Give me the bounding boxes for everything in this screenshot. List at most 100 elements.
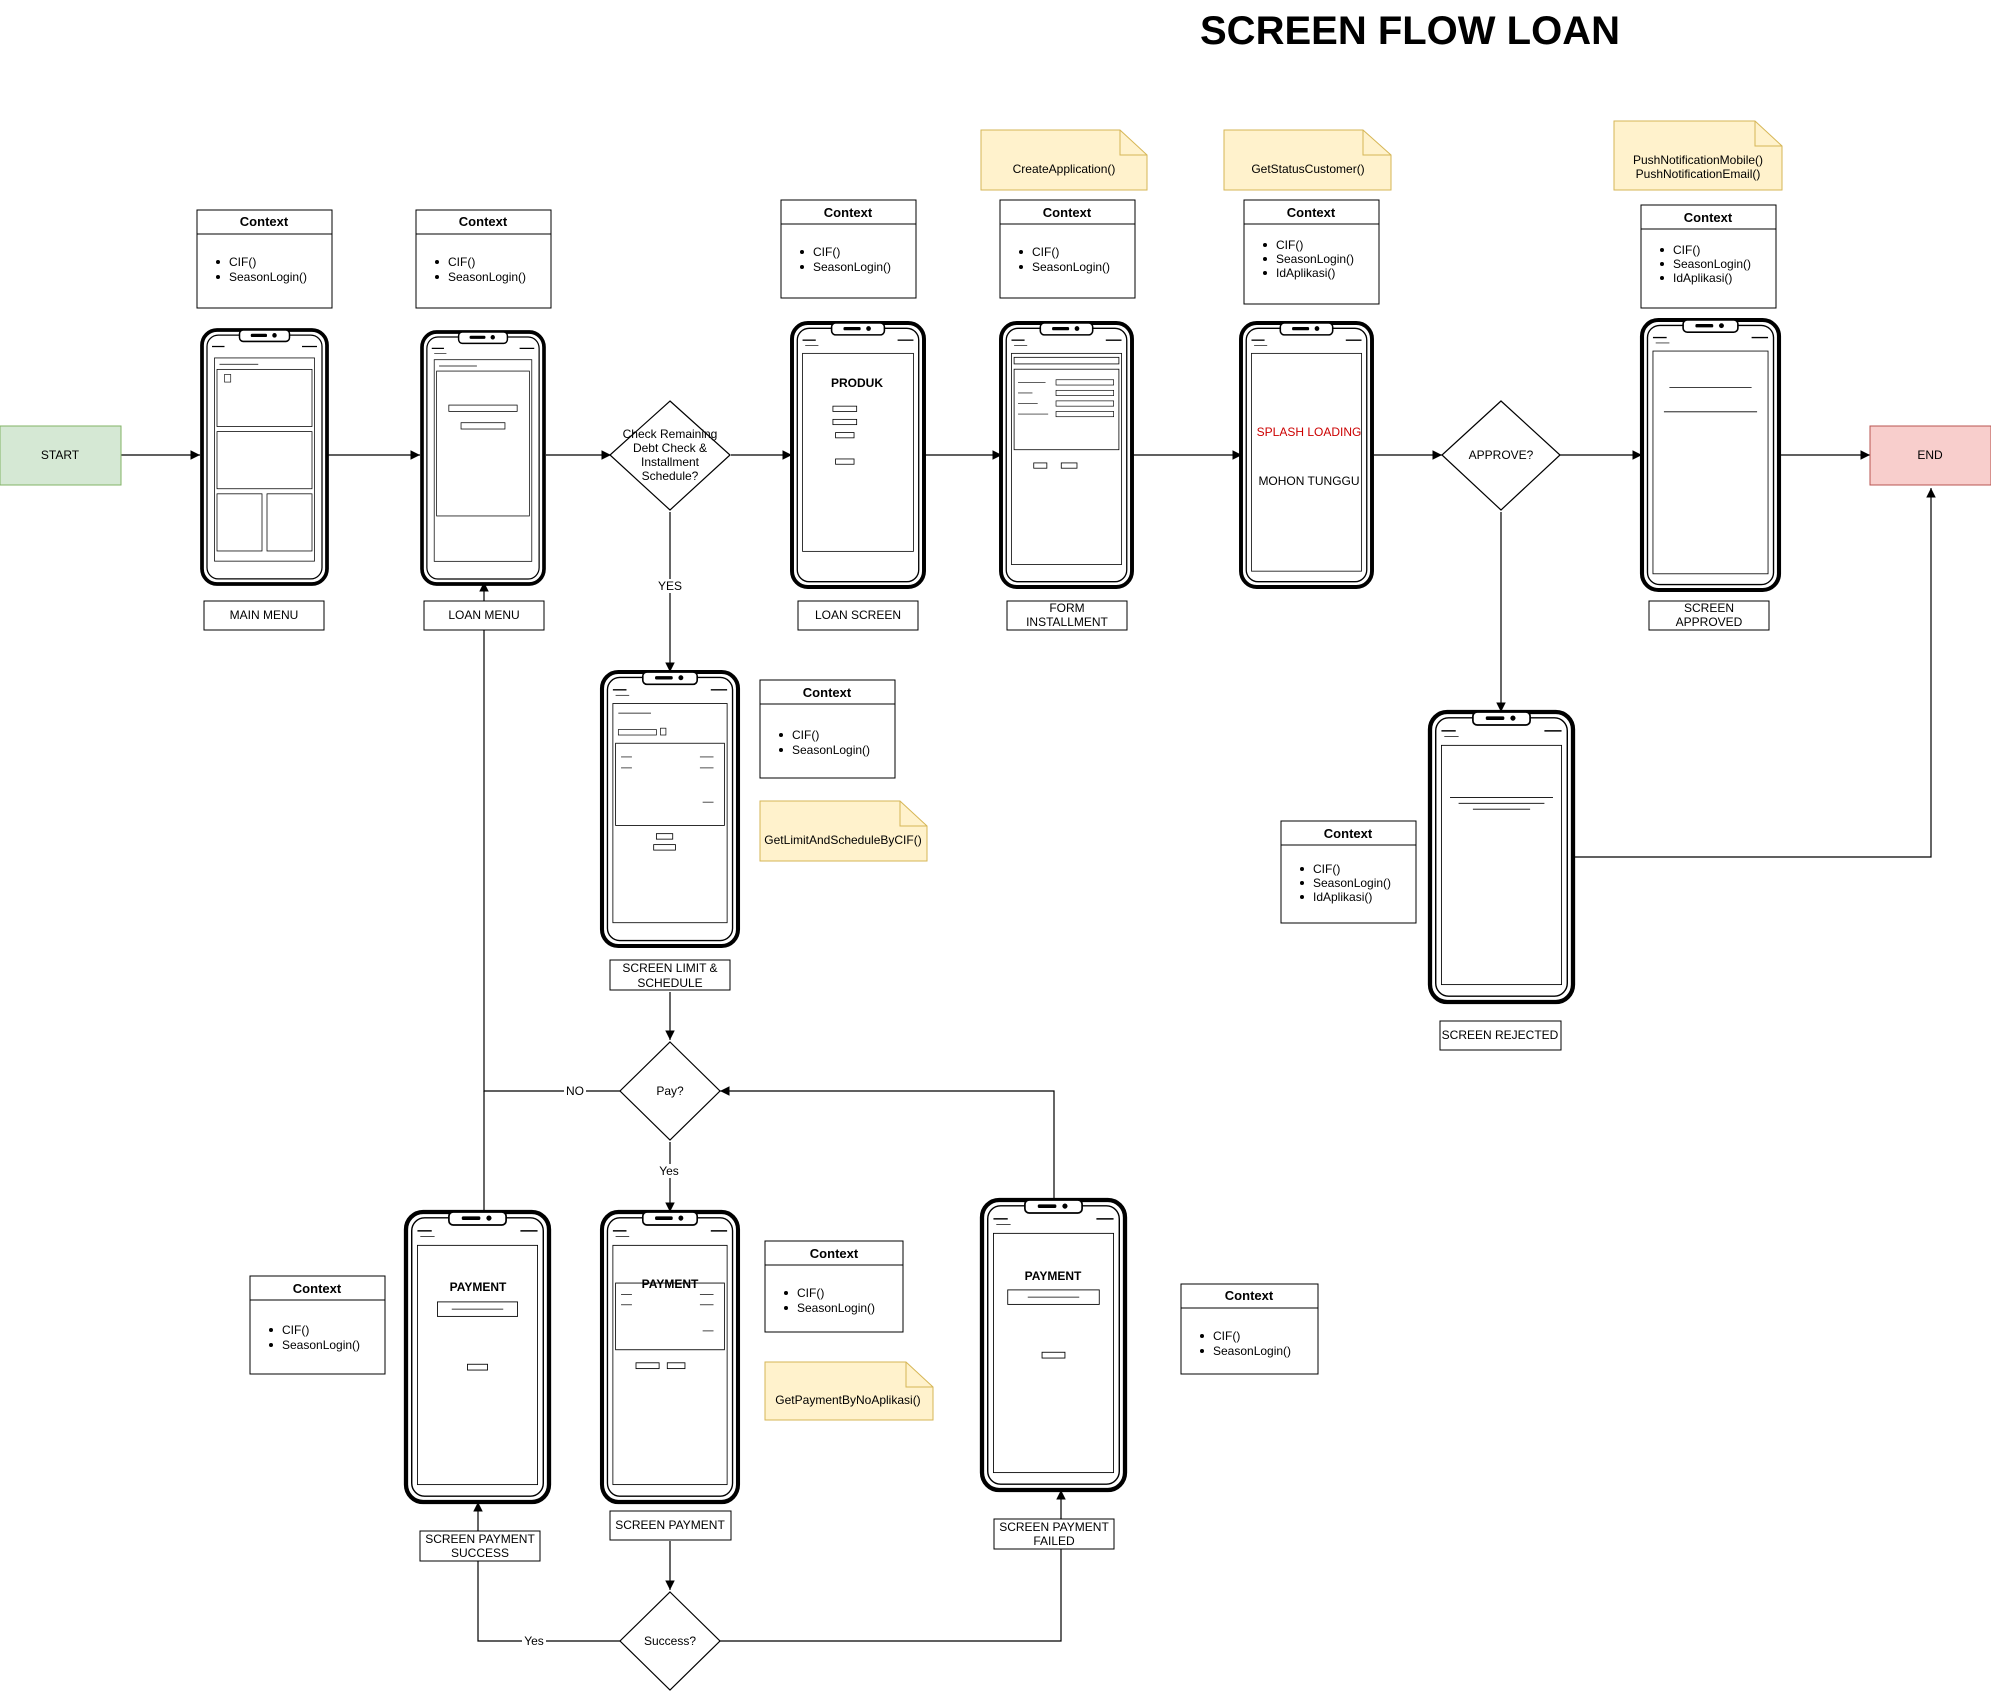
- note-create-application: CreateApplication(): [980, 129, 1148, 191]
- screen-label-text: LOAN SCREEN: [815, 608, 901, 622]
- context-item: CIF(): [1673, 243, 1700, 257]
- decision-success: Success?: [619, 1591, 721, 1691]
- context-item: SeasonLogin(): [1673, 257, 1751, 271]
- edge-label-yes-check: YES: [658, 579, 682, 593]
- note-text: PushNotificationMobile(): [1633, 153, 1763, 167]
- screen-label-text: SCREEN LIMIT &: [622, 961, 717, 975]
- mohon-tunggu-text: MOHON TUNGGU: [1258, 474, 1359, 488]
- phone-form-installment: [999, 321, 1134, 589]
- payment-failed-title: PAYMENT: [1025, 1269, 1082, 1283]
- phone-payment-failed: [982, 1200, 1125, 1490]
- screen-label-text: SCREEN: [1684, 601, 1734, 615]
- end-node: END: [1869, 425, 1991, 486]
- screen-label-text: FAILED: [1033, 1534, 1075, 1548]
- decision-check-debt: Check Remaining Debt Check & Installment…: [609, 400, 731, 511]
- context-title: Context: [459, 214, 508, 229]
- context-title: Context: [1043, 205, 1092, 220]
- note-get-payment: GetPaymentByNoAplikasi(): [764, 1361, 934, 1421]
- note-get-limit: GetLimitAndScheduleByCIF(): [759, 800, 928, 862]
- diagram-title: SCREEN FLOW LOAN: [1200, 9, 1620, 53]
- screen-label-main-menu: MAIN MENU: [203, 600, 325, 631]
- context-approved: Context CIF() SeasonLogin() IdAplikasi(): [1640, 204, 1777, 309]
- check-line-3: Installment: [641, 455, 700, 469]
- approve-label: APPROVE?: [1469, 448, 1534, 462]
- start-node: START: [0, 425, 122, 486]
- context-title: Context: [824, 205, 873, 220]
- screen-label-text: SUCCESS: [451, 1546, 509, 1560]
- phone-loan-menu: [420, 330, 546, 586]
- context-title: Context: [1684, 210, 1733, 225]
- note-text: GetLimitAndScheduleByCIF(): [764, 833, 921, 847]
- context-item: CIF(): [1276, 238, 1303, 252]
- edge-label-yes-pay: Yes: [659, 1164, 679, 1178]
- phone-limit-schedule: [602, 672, 738, 946]
- note-get-status: GetStatusCustomer(): [1223, 129, 1392, 191]
- screen-label-approved: SCREEN APPROVED: [1648, 600, 1770, 631]
- context-item: SeasonLogin(): [1032, 260, 1110, 274]
- phone-splash-loading: [1239, 321, 1374, 589]
- screen-label-text: SCREEN REJECTED: [1442, 1028, 1559, 1042]
- screen-label-text: SCREEN PAYMENT: [425, 1532, 535, 1546]
- splash-loading-text: SPLASH LOADING: [1257, 425, 1362, 439]
- phone-main-menu: [200, 328, 329, 586]
- screen-label-payment: SCREEN PAYMENT: [609, 1510, 732, 1541]
- context-item: SeasonLogin(): [813, 260, 891, 274]
- context-loan-menu: Context CIF() SeasonLogin(): [415, 209, 552, 309]
- context-form-installment: Context CIF() SeasonLogin(): [999, 199, 1136, 299]
- payment-success-title: PAYMENT: [450, 1280, 507, 1294]
- context-item: IdAplikasi(): [1276, 266, 1335, 280]
- screen-label-payment-success: SCREEN PAYMENT SUCCESS: [419, 1530, 541, 1562]
- note-text: GetPaymentByNoAplikasi(): [775, 1393, 920, 1407]
- screen-label-form-installment: FORM INSTALLMENT: [1006, 600, 1128, 631]
- context-item: SeasonLogin(): [229, 270, 307, 284]
- screen-label-payment-failed: SCREEN PAYMENT FAILED: [993, 1518, 1115, 1550]
- note-text: PushNotificationEmail(): [1636, 167, 1761, 181]
- context-loan-screen: Context CIF() SeasonLogin(): [780, 199, 917, 299]
- context-item: CIF(): [1213, 1329, 1240, 1343]
- context-item: IdAplikasi(): [1673, 271, 1732, 285]
- context-title: Context: [240, 214, 289, 229]
- note-text: CreateApplication(): [1013, 162, 1116, 176]
- context-title: Context: [1287, 205, 1336, 220]
- phone-payment-success: [406, 1212, 549, 1502]
- edge-label-no-pay: NO: [566, 1084, 584, 1098]
- phone-screen-approved: [1642, 320, 1779, 590]
- screen-label-text: SCREEN PAYMENT: [615, 1518, 725, 1532]
- context-title: Context: [1225, 1288, 1274, 1303]
- phone-payment: [602, 1212, 738, 1502]
- context-item: CIF(): [229, 255, 256, 269]
- context-splash: Context CIF() SeasonLogin() IdAplikasi(): [1243, 199, 1380, 305]
- decision-pay: Pay?: [619, 1041, 721, 1141]
- pay-label: Pay?: [656, 1084, 684, 1098]
- context-item: CIF(): [792, 728, 819, 742]
- screen-label-text: SCHEDULE: [637, 976, 702, 990]
- context-item: CIF(): [1313, 862, 1340, 876]
- screen-label-text: APPROVED: [1676, 615, 1743, 629]
- context-item: SeasonLogin(): [1213, 1344, 1291, 1358]
- screen-label-limit: SCREEN LIMIT & SCHEDULE: [609, 959, 731, 991]
- screen-label-loan-menu: LOAN MENU: [423, 600, 545, 631]
- screen-label-text: FORM: [1049, 601, 1084, 615]
- context-item: IdAplikasi(): [1313, 890, 1372, 904]
- check-line-2: Debt Check &: [633, 441, 707, 455]
- end-label: END: [1917, 448, 1943, 462]
- context-payment: Context CIF() SeasonLogin(): [764, 1240, 904, 1333]
- note-text: GetStatusCustomer(): [1251, 162, 1364, 176]
- context-main-menu: Context CIF() SeasonLogin(): [196, 209, 333, 309]
- context-title: Context: [293, 1281, 342, 1296]
- success-label: Success?: [644, 1634, 696, 1648]
- context-rejected: Context CIF() SeasonLogin() IdAplikasi(): [1280, 820, 1417, 924]
- context-item: SeasonLogin(): [282, 1338, 360, 1352]
- context-item: CIF(): [448, 255, 475, 269]
- decision-approve: APPROVE?: [1441, 400, 1561, 511]
- context-item: CIF(): [1032, 245, 1059, 259]
- context-title: Context: [810, 1246, 859, 1261]
- context-item: SeasonLogin(): [448, 270, 526, 284]
- context-title: Context: [803, 685, 852, 700]
- screen-label-loan-screen: LOAN SCREEN: [797, 600, 919, 631]
- context-item: SeasonLogin(): [1276, 252, 1354, 266]
- screen-label-text: SCREEN PAYMENT: [999, 1520, 1109, 1534]
- edge-label-yes-success: Yes: [524, 1634, 544, 1648]
- context-payment-success: Context CIF() SeasonLogin(): [249, 1275, 386, 1375]
